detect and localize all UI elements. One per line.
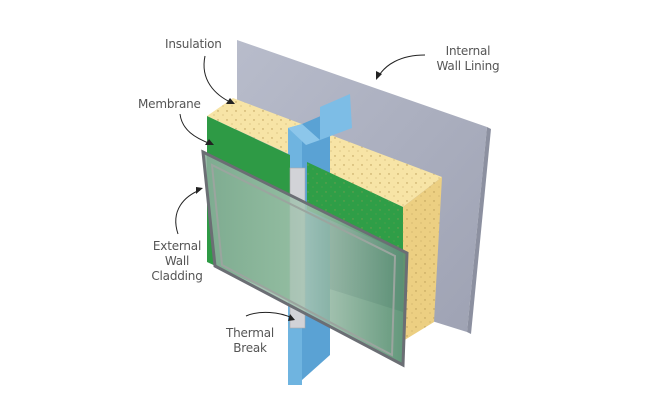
insulation-arrow: [203, 55, 233, 104]
label-line: Thermal: [225, 326, 275, 340]
arrowheads: [196, 71, 382, 321]
label-membrane: Membrane: [138, 97, 201, 111]
external-wall-cladding: [201, 149, 409, 368]
label-line: External: [152, 239, 202, 253]
label-internal-wall-lining: Internal Wall Lining: [428, 44, 508, 74]
wall-lining-arrow: [377, 54, 426, 78]
label-line: Cladding: [151, 269, 203, 283]
label-thermal-break: Thermal Break: [222, 326, 278, 356]
cladding-arrow: [175, 189, 201, 235]
label-line: Wall Lining: [436, 59, 500, 73]
label-insulation: Insulation: [165, 37, 222, 51]
label-external-wall-cladding: External Wall Cladding: [146, 239, 208, 284]
label-line: Wall: [164, 254, 190, 268]
thermal-break-arrow: [245, 311, 293, 319]
membrane-arrow: [179, 113, 212, 145]
label-line: Break: [233, 341, 267, 355]
label-line: Internal: [445, 44, 491, 58]
